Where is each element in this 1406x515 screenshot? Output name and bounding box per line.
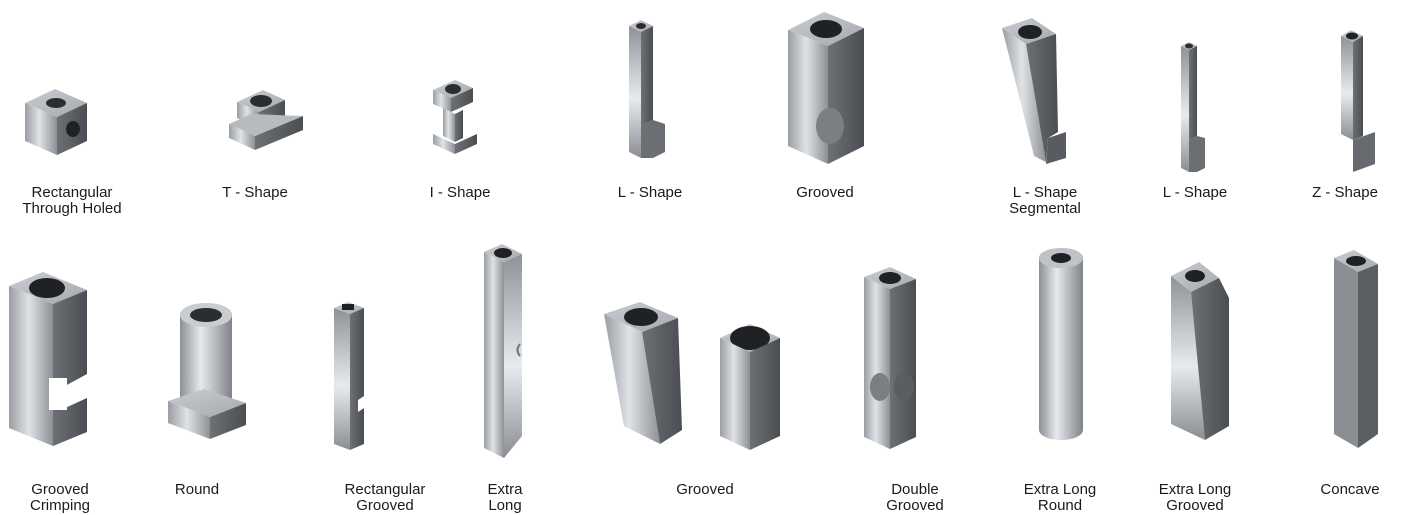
l-shape-segmental-image: [1002, 18, 1066, 164]
punch-grooved-2: Grooved: [600, 240, 810, 515]
grooved-image: [788, 12, 864, 164]
punch-l-shape-2: L - Shape: [1120, 0, 1270, 230]
punch-grooved-crimping: Grooved Crimping: [0, 240, 150, 515]
label-extra-long: Extra Long: [487, 481, 523, 514]
label-rectangular-grooved: Rectangular Grooved: [344, 481, 426, 514]
i-shape-image: [433, 80, 477, 154]
label-t-shape: T - Shape: [222, 184, 288, 201]
label-z-shape: Z - Shape: [1312, 184, 1378, 201]
punch-i-shape: I - Shape: [385, 0, 535, 230]
punch-t-shape: T - Shape: [180, 0, 330, 230]
rectangular-grooved-image: [334, 302, 364, 450]
punch-round: Round: [160, 240, 310, 515]
l-shape-image: [629, 20, 665, 158]
round-image: [168, 303, 246, 439]
label-l-shape-1: L - Shape: [617, 184, 683, 201]
label-double-grooved: Double Grooved: [886, 481, 944, 514]
punch-rectangular-grooved: Rectangular Grooved: [310, 240, 460, 515]
concave-image: [1334, 250, 1378, 448]
label-rectangular-through-holed: Rectangular Through Holed: [22, 184, 122, 217]
punch-double-grooved: Double Grooved: [840, 240, 990, 515]
label-grooved-1: Grooved: [796, 184, 854, 201]
punch-concave: Concave: [1275, 240, 1406, 515]
punch-extra-long-round: Extra Long Round: [985, 240, 1135, 515]
label-round: Round: [174, 481, 220, 498]
punch-rectangular-through-holed: Rectangular Through Holed: [0, 0, 150, 230]
label-grooved-crimping: Grooved Crimping: [29, 481, 90, 514]
punch-extra-long: Extra Long: [440, 240, 590, 515]
punch-l-shape-1: L - Shape: [575, 0, 725, 230]
punch-l-shape-segmental: L - Shape Segmental: [970, 0, 1120, 230]
punch-z-shape: Z - Shape: [1265, 0, 1406, 230]
rectangular-through-holed-image: [25, 89, 87, 155]
extra-long-round-image: [1039, 248, 1083, 440]
grooved-crimping-image: [9, 272, 87, 446]
t-shape-image: [229, 90, 303, 150]
label-i-shape: I - Shape: [429, 184, 491, 201]
label-l-shape-segmental: L - Shape Segmental: [1009, 184, 1081, 217]
punch-grooved-1: Grooved: [750, 0, 900, 230]
label-l-shape-2: L - Shape: [1162, 184, 1228, 201]
label-extra-long-round: Extra Long Round: [1023, 481, 1097, 514]
grooved-pair-image: [604, 302, 780, 450]
z-shape-image: [1341, 30, 1375, 172]
label-extra-long-grooved: Extra Long Grooved: [1158, 481, 1232, 514]
extra-long-grooved-image: [1171, 262, 1229, 440]
punch-extra-long-grooved: Extra Long Grooved: [1120, 240, 1270, 515]
label-grooved-2: Grooved: [676, 481, 734, 498]
double-grooved-image: [864, 267, 916, 449]
extra-long-image: [484, 244, 522, 458]
l-shape-2-image: [1181, 42, 1205, 172]
label-concave: Concave: [1320, 481, 1380, 498]
